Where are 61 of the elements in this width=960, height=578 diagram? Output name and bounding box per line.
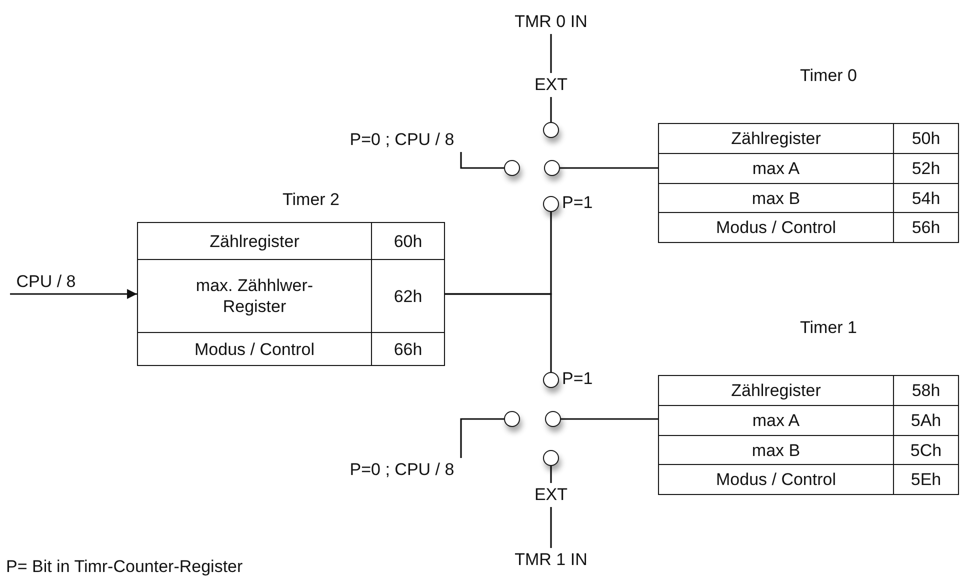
register-address: 58h [910,380,942,402]
footnote: P= Bit in Timr-Counter-Register [6,557,243,577]
connector-line [550,97,552,122]
signal-label: CPU / 8 [16,272,76,292]
connector-line [550,34,552,73]
register-row [659,405,958,435]
register-name: max A [659,154,894,183]
connector-line [460,152,504,169]
switch-contact [543,122,559,138]
switch-contact [504,160,520,176]
bit-label: P=1 [562,193,593,213]
register-row [659,464,958,494]
signal-label: TMR 1 IN [514,550,588,570]
register-name: Zählregister [138,223,372,259]
switch-contact [504,411,520,427]
register-name: max B [659,184,894,212]
register-row [659,212,958,242]
connector-line [550,507,552,548]
connector-line [561,418,658,420]
register-name: max. Zähhlwer- Register [138,260,372,332]
register-name: Zählregister [659,124,894,153]
register-address: 50h [910,128,942,150]
register-address: 52h [910,158,942,180]
register-name: Modus / Control [659,465,894,494]
bit-label: P=1 [562,369,593,389]
register-name: Zählregister [659,376,894,405]
register-row [659,183,958,212]
register-address: 56h [910,217,942,239]
register-address: 60h [392,230,424,252]
signal-label: TMR 0 IN [514,12,588,32]
table-title: Timer 1 [800,317,857,339]
table-title: Timer 0 [800,65,857,87]
register-name: max A [659,406,894,435]
connector-line [445,293,552,372]
connector-line [460,418,504,458]
connector-line [560,167,658,169]
signal-label: P=0 ; CPU / 8 [350,130,454,150]
switch-contact [543,450,559,466]
register-address: 54h [910,188,942,210]
switch-contact [545,411,561,427]
register-row [659,153,958,183]
connector-line [550,466,552,483]
register-row [138,332,444,365]
signal-label: EXT [534,485,568,505]
signal-label: P=0 ; CPU / 8 [350,460,454,480]
switch-contact [543,196,559,212]
register-name: Modus / Control [659,213,894,242]
register-name: max B [659,436,894,464]
register-address: 66h [392,338,424,360]
switch-contact [544,160,560,176]
signal-label: EXT [534,75,568,95]
register-address: 62h [392,286,424,308]
register-address: 5Ah [910,410,942,432]
switch-contact [543,372,559,388]
table-title: Timer 2 [282,189,340,211]
arrow [10,289,137,299]
register-name: Modus / Control [138,333,372,365]
register-row [138,259,444,332]
register-address: 5Ch [909,440,943,462]
register-row [659,435,958,464]
register-address: 5Eh [910,469,942,491]
